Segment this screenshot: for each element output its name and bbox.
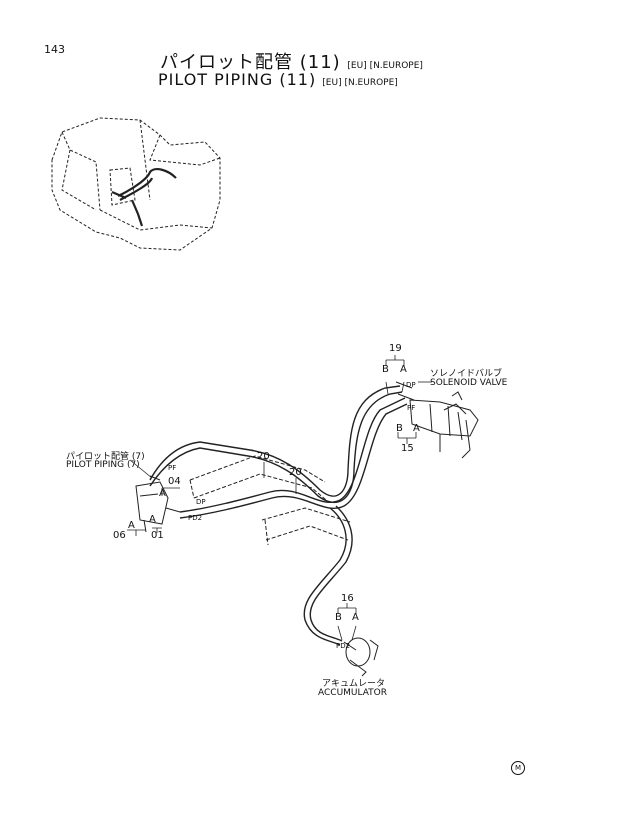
solenoid-valve-label-jp: ソレノイドバルブ — [430, 369, 503, 379]
m-mark: M — [511, 761, 525, 775]
title-japanese: パイロット配管 (11) [EU] [N.EUROPE] — [160, 48, 423, 74]
port-pf-left: PF — [168, 464, 177, 472]
callout-19-a: A — [400, 364, 407, 375]
accumulator-label-jp: アキュムレータ — [322, 679, 386, 689]
pilot-piping-label-jp: パイロット配管 (7) — [66, 452, 145, 462]
page-number: 143 — [44, 43, 65, 56]
title-english-tag: [EU] [N.EUROPE] — [322, 78, 398, 88]
callout-lines — [127, 355, 432, 641]
callout-04-a: A — [159, 488, 166, 499]
callout-06-a: A — [128, 520, 135, 531]
callout-19-b: B — [382, 364, 389, 375]
callout-15-b: B — [396, 423, 403, 434]
pilot-hose-main — [149, 385, 408, 646]
callout-20-first: 20 — [257, 451, 270, 462]
title-english-main: PILOT PIPING (11) — [158, 70, 317, 89]
highlighted-pipe — [111, 168, 177, 227]
port-pf-right: PF — [407, 404, 416, 412]
callout-15: 15 — [401, 443, 414, 454]
callout-16: 16 — [341, 593, 354, 604]
excavator-overview-sketch — [51, 117, 221, 251]
accumulator-drawing — [343, 637, 379, 677]
callout-06: 06 — [113, 530, 126, 541]
title-japanese-main: パイロット配管 (11) — [160, 52, 341, 73]
title-japanese-tag: [EU] [N.EUROPE] — [347, 61, 423, 71]
callout-01: 01 — [151, 530, 164, 541]
port-pd2-left: PD2 — [188, 514, 203, 522]
pilot-piping-label-en: PILOT PIPING (7) — [66, 460, 140, 470]
callout-19: 19 — [389, 343, 402, 354]
solenoid-valve-drawing — [395, 381, 479, 459]
port-dp-right: DP — [406, 381, 416, 389]
callout-20-second: 20 — [289, 467, 302, 478]
callout-16-a: A — [352, 612, 359, 623]
callout-04: 04 — [168, 476, 181, 487]
title-english: PILOT PIPING (11) [EU] [N.EUROPE] — [158, 70, 398, 89]
solenoid-valve-label-en: SOLENOID VALVE — [430, 378, 508, 388]
callout-01-a: A — [149, 514, 156, 525]
frame-outline — [189, 455, 351, 546]
callout-16-b: B — [335, 612, 342, 623]
accumulator-label-en: ACCUMULATOR — [318, 688, 388, 698]
callout-15-a: A — [413, 423, 420, 434]
port-pd2-accumulator: PD2 — [336, 642, 351, 650]
port-dp-left: DP — [196, 498, 206, 506]
